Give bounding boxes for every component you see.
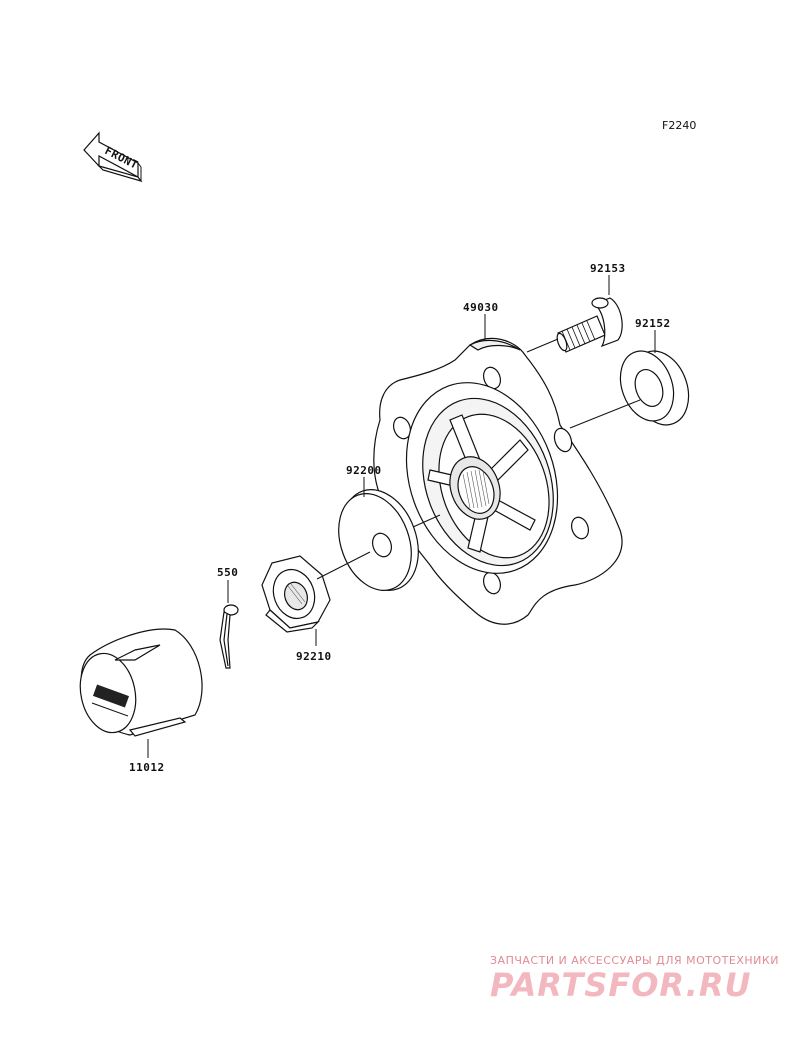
watermark-logo: PARTSFOR.RU bbox=[490, 966, 751, 1004]
cap-label-icon bbox=[92, 684, 130, 708]
label-cotter-pin: 550 bbox=[217, 566, 238, 579]
front-arrow-icon: FRONT bbox=[83, 131, 143, 183]
cap-part bbox=[79, 628, 203, 737]
stud-part bbox=[556, 297, 623, 353]
washer-part bbox=[338, 489, 419, 592]
nut-part bbox=[261, 555, 331, 633]
leader-lines bbox=[147, 275, 656, 758]
label-hub: 49030 bbox=[463, 301, 499, 314]
hub-part bbox=[373, 337, 623, 625]
label-nut: 92210 bbox=[296, 650, 332, 663]
watermark-tagline: ЗАПЧАСТИ И АКСЕССУАРЫ ДЛЯ МОТОТЕХНИКИ bbox=[490, 954, 779, 967]
diagram-code: F2240 bbox=[662, 119, 696, 132]
cotter-pin-part bbox=[219, 604, 239, 669]
label-seal: 92152 bbox=[635, 317, 671, 330]
label-stud: 92153 bbox=[590, 262, 626, 275]
label-cap: 11012 bbox=[129, 761, 165, 774]
seal-part bbox=[619, 350, 690, 426]
label-washer: 92200 bbox=[346, 464, 382, 477]
